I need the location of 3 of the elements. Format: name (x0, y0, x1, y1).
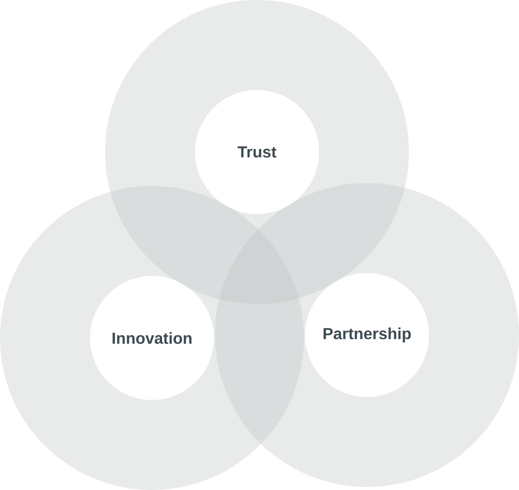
circle-label: Innovation (90, 276, 214, 400)
circle-label: Trust (195, 90, 319, 214)
circle-label: Partnership (305, 273, 429, 397)
